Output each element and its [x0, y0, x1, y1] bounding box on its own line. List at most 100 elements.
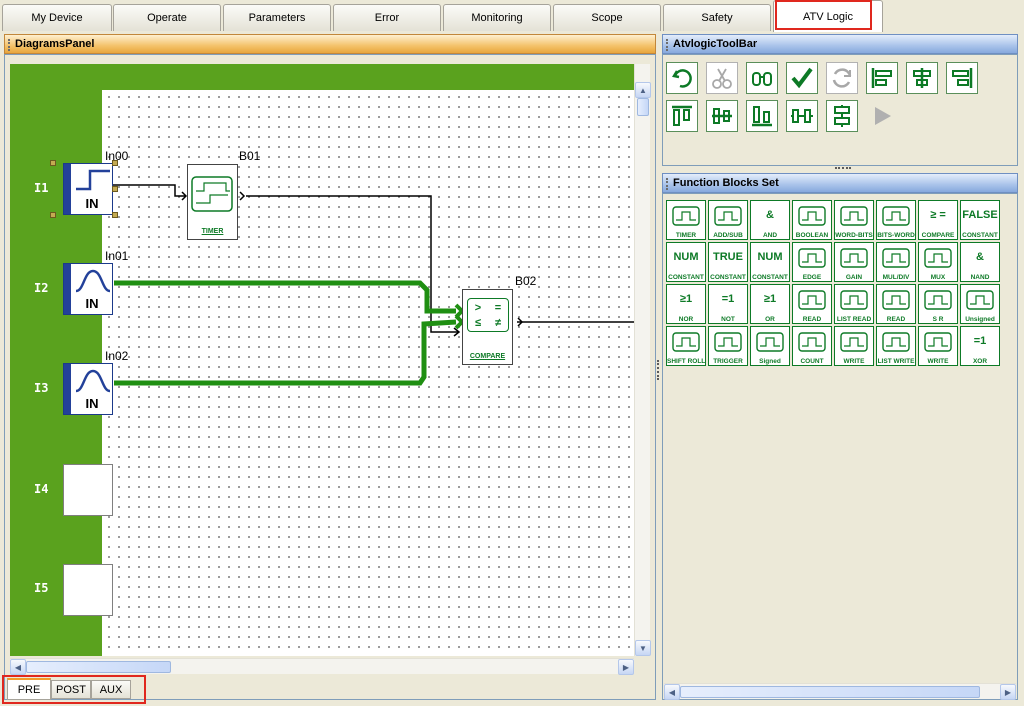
align-middle-button[interactable]: [706, 100, 738, 132]
function-block-list-write[interactable]: LIST WRITE: [876, 326, 916, 366]
scroll-left-icon[interactable]: ◀: [664, 684, 680, 700]
function-block-signed[interactable]: Signed: [750, 326, 790, 366]
input-block-i2[interactable]: IN: [63, 263, 113, 315]
align-right-button[interactable]: [946, 62, 978, 94]
scroll-up-icon[interactable]: ▲: [635, 82, 651, 98]
distribute-horizontal-icon: [791, 109, 813, 123]
function-block-nand[interactable]: &NAND: [960, 242, 1000, 282]
function-block-read[interactable]: READ: [876, 284, 916, 324]
function-blocks-horizontal-scrollbar[interactable]: ◀ ▶: [664, 683, 1016, 700]
function-block-and[interactable]: &AND: [750, 200, 790, 240]
distribute-horizontal-button[interactable]: [786, 100, 818, 132]
function-block-edge[interactable]: EDGE: [792, 242, 832, 282]
function-block-read[interactable]: READ: [792, 284, 832, 324]
vertical-splitter-grip[interactable]: [657, 360, 660, 380]
function-block-write[interactable]: WRITE: [918, 326, 958, 366]
function-block-trigger[interactable]: TRIGGER: [708, 326, 748, 366]
function-block-label: WORD-BITS: [835, 232, 873, 239]
tab-monitoring[interactable]: Monitoring: [443, 4, 551, 31]
selection-handle[interactable]: [112, 186, 118, 192]
function-block-boolean[interactable]: BOOLEAN: [792, 200, 832, 240]
diagram-canvas[interactable]: I1 I2 I3 I4 I5 IN In00 IN In01 IN In02 B…: [10, 64, 634, 656]
find-button[interactable]: [746, 62, 778, 94]
align-top-button[interactable]: [666, 100, 698, 132]
function-block-symbol: &: [766, 209, 774, 221]
input-block-i3[interactable]: IN: [63, 363, 113, 415]
align-center-button[interactable]: [906, 62, 938, 94]
cut-button[interactable]: [706, 62, 738, 94]
function-block-icon: [798, 332, 826, 352]
compare-icon: >= ≤≠: [467, 298, 509, 332]
align-left-button[interactable]: [866, 62, 898, 94]
horizontal-scroll-thumb[interactable]: [26, 661, 171, 673]
function-block-mul-div[interactable]: MUL/DIV: [876, 242, 916, 282]
function-block-add-sub[interactable]: ADD/SUB: [708, 200, 748, 240]
align-bottom-button[interactable]: [746, 100, 778, 132]
tab-error[interactable]: Error: [333, 4, 441, 31]
function-block-s-r[interactable]: S R: [918, 284, 958, 324]
refresh-button[interactable]: [826, 62, 858, 94]
function-block-compare[interactable]: ≥ =COMPARE: [918, 200, 958, 240]
timer-block[interactable]: TIMER: [187, 164, 238, 240]
function-block-label: ADD/SUB: [713, 232, 743, 239]
selection-handle[interactable]: [112, 212, 118, 218]
diagram-vertical-scrollbar[interactable]: ▲ ▼: [634, 64, 651, 656]
tab-my-device[interactable]: My Device: [2, 4, 112, 31]
function-block-gain[interactable]: GAIN: [834, 242, 874, 282]
diagram-horizontal-scrollbar[interactable]: ◀ ▶: [10, 658, 634, 675]
distribute-vertical-button[interactable]: [826, 100, 858, 132]
function-block-icon: [840, 290, 868, 310]
function-block-word-bits[interactable]: WORD-BITS: [834, 200, 874, 240]
function-block-label: WRITE: [843, 358, 865, 365]
main-tab-bar: My Device Operate Parameters Error Monit…: [0, 0, 1024, 32]
tab-operate[interactable]: Operate: [113, 4, 221, 31]
function-block-bits-word[interactable]: BITS-WORD: [876, 200, 916, 240]
function-block-shift-roll[interactable]: SHIFT ROLL: [666, 326, 706, 366]
tab-scope[interactable]: Scope: [553, 4, 661, 31]
function-block-timer[interactable]: TIMER: [666, 200, 706, 240]
input-block-i1[interactable]: IN: [63, 163, 113, 215]
tab-pre[interactable]: PRE: [7, 678, 51, 700]
validate-button[interactable]: [786, 62, 818, 94]
tab-safety[interactable]: Safety: [663, 4, 771, 31]
scroll-down-icon[interactable]: ▼: [635, 640, 651, 656]
align-right-icon: [952, 68, 973, 88]
tab-aux[interactable]: AUX: [91, 680, 131, 699]
horizontal-splitter-grip[interactable]: [835, 167, 851, 170]
function-block-count[interactable]: COUNT: [792, 326, 832, 366]
selection-handle[interactable]: [50, 160, 56, 166]
horizontal-scroll-thumb[interactable]: [680, 686, 980, 698]
scroll-left-icon[interactable]: ◀: [10, 659, 26, 675]
input-block-i5-empty[interactable]: [63, 564, 113, 616]
input-label-i4: I4: [34, 482, 49, 496]
vertical-scroll-thumb[interactable]: [637, 98, 649, 116]
function-block-icon: [924, 248, 952, 268]
selection-handle[interactable]: [112, 160, 118, 166]
tab-post[interactable]: POST: [51, 680, 91, 699]
function-block-unsigned[interactable]: Unsigned: [960, 284, 1000, 324]
scroll-right-icon[interactable]: ▶: [1000, 684, 1016, 700]
function-block-icon: [672, 332, 700, 352]
function-block-mux[interactable]: MUX: [918, 242, 958, 282]
run-button[interactable]: [866, 100, 898, 132]
function-block-list-read[interactable]: LIST READ: [834, 284, 874, 324]
undo-button[interactable]: [666, 62, 698, 94]
toolbar-panel-title: AtvlogicToolBar: [673, 38, 758, 50]
scroll-right-icon[interactable]: ▶: [618, 659, 634, 675]
align-center-icon: [913, 68, 931, 88]
tab-atv-logic[interactable]: ATV Logic: [773, 0, 883, 32]
input-block-i4-empty[interactable]: [63, 464, 113, 516]
tab-parameters[interactable]: Parameters: [223, 4, 331, 31]
compare-block[interactable]: >= ≤≠ COMPARE: [462, 289, 513, 365]
selection-handle[interactable]: [50, 212, 56, 218]
function-block-label: TIMER: [675, 232, 697, 239]
function-block-write[interactable]: WRITE: [834, 326, 874, 366]
